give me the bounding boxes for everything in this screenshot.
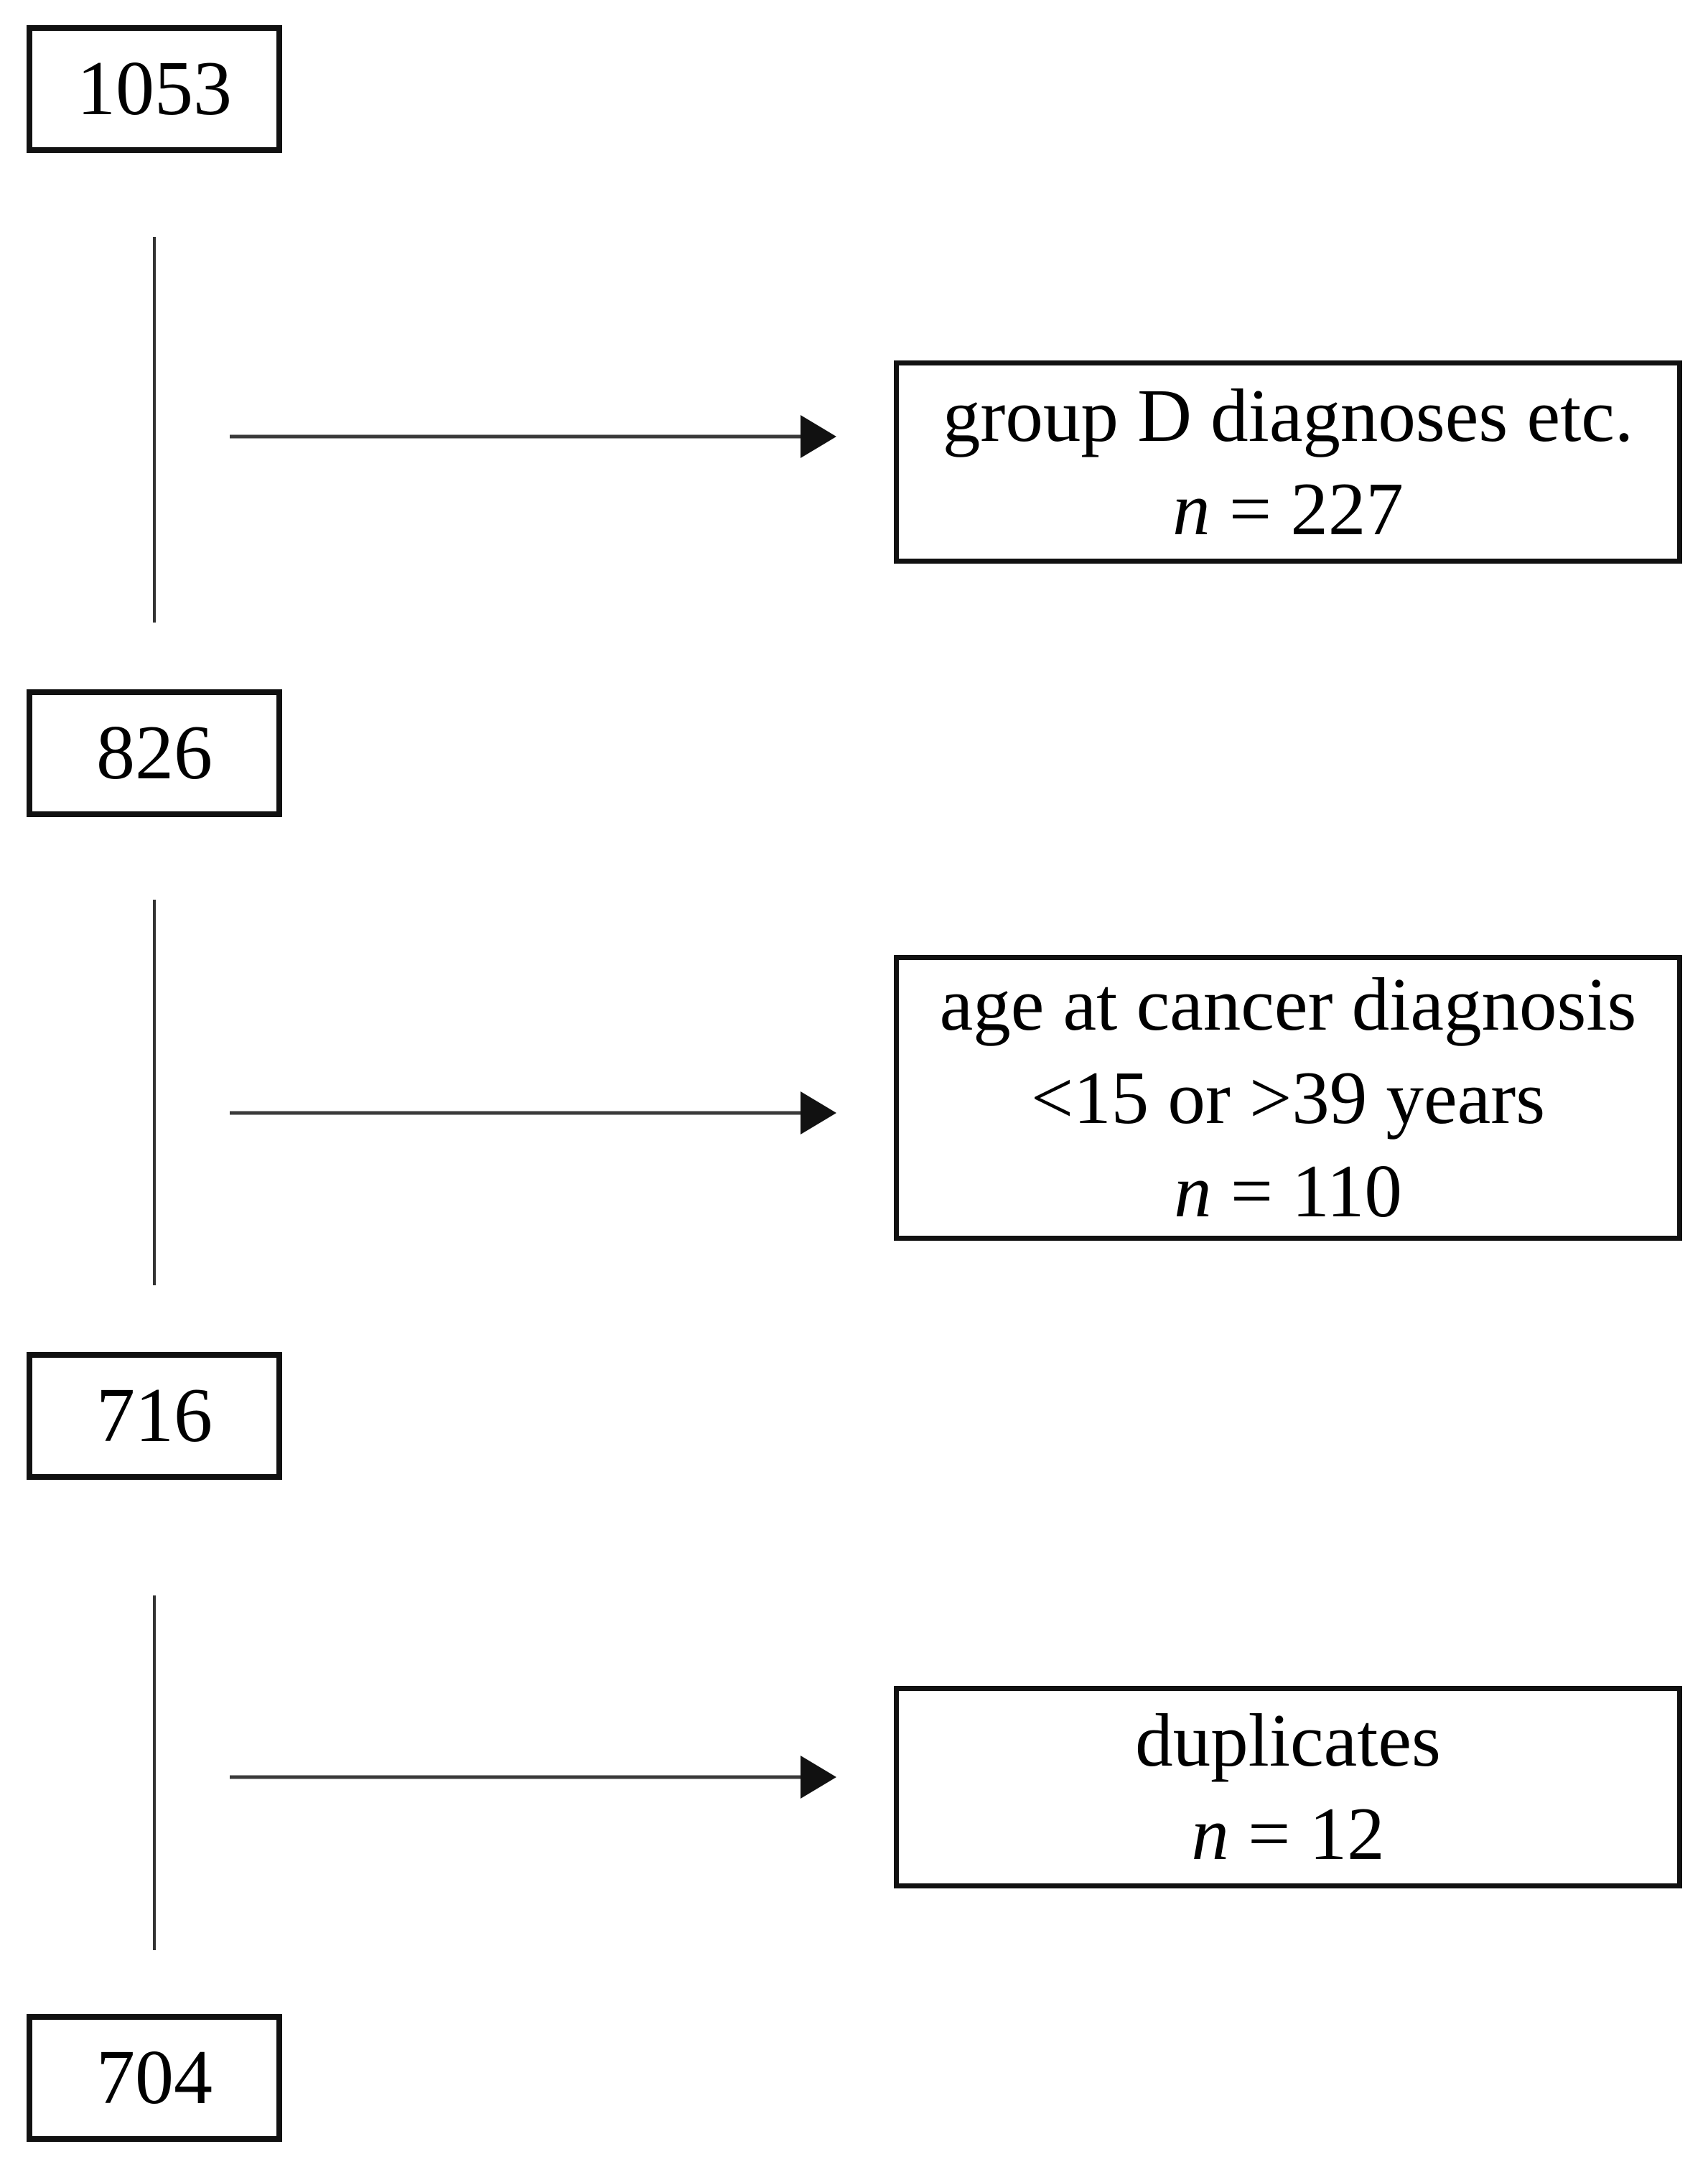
cohort-box-4: 704 <box>27 2014 282 2142</box>
cohort-box-2: 826 <box>27 689 282 817</box>
cohort-count: 716 <box>96 1373 213 1458</box>
n-symbol: n <box>1191 1791 1229 1875</box>
n-value: = 227 <box>1210 466 1404 551</box>
connector-line-2 <box>153 900 156 1285</box>
exclusion-reason: duplicates <box>1135 1698 1441 1782</box>
exclusion-reason: <15 or >39 years <box>1030 1055 1546 1140</box>
n-value: = 110 <box>1211 1149 1402 1233</box>
exclusion-n-line: n = 12 <box>1191 1787 1384 1881</box>
n-symbol: n <box>1174 1149 1212 1233</box>
flow-arrow-3 <box>230 1756 836 1799</box>
exclusion-n-line: n = 227 <box>1172 462 1404 556</box>
exclusion-box-2: age at cancer diagnosis <15 or >39 years… <box>894 955 1682 1241</box>
arrow-shaft <box>230 1111 801 1115</box>
n-value: = 12 <box>1228 1791 1385 1875</box>
flow-arrow-2 <box>230 1091 836 1134</box>
exclusion-reason: age at cancer diagnosis <box>939 962 1637 1046</box>
arrow-head-icon <box>801 1756 836 1799</box>
cohort-count: 826 <box>96 710 213 796</box>
cohort-box-3: 716 <box>27 1352 282 1480</box>
arrow-head-icon <box>801 415 836 458</box>
exclusion-box-1: group D diagnoses etc. n = 227 <box>894 360 1682 564</box>
arrow-shaft <box>230 1775 801 1779</box>
n-symbol: n <box>1172 466 1210 551</box>
exclusion-box-3: duplicates n = 12 <box>894 1686 1682 1888</box>
cohort-count: 1053 <box>77 46 232 131</box>
cohort-count: 704 <box>96 2035 213 2120</box>
connector-line-3 <box>153 1595 156 1950</box>
arrow-head-icon <box>801 1091 836 1134</box>
exclusion-n-line: n = 110 <box>1174 1145 1402 1238</box>
flow-arrow-1 <box>230 415 836 458</box>
cohort-box-1: 1053 <box>27 25 282 153</box>
exclusion-reason: group D diagnoses etc. <box>942 373 1634 457</box>
arrow-shaft <box>230 434 801 439</box>
connector-line-1 <box>153 237 156 623</box>
